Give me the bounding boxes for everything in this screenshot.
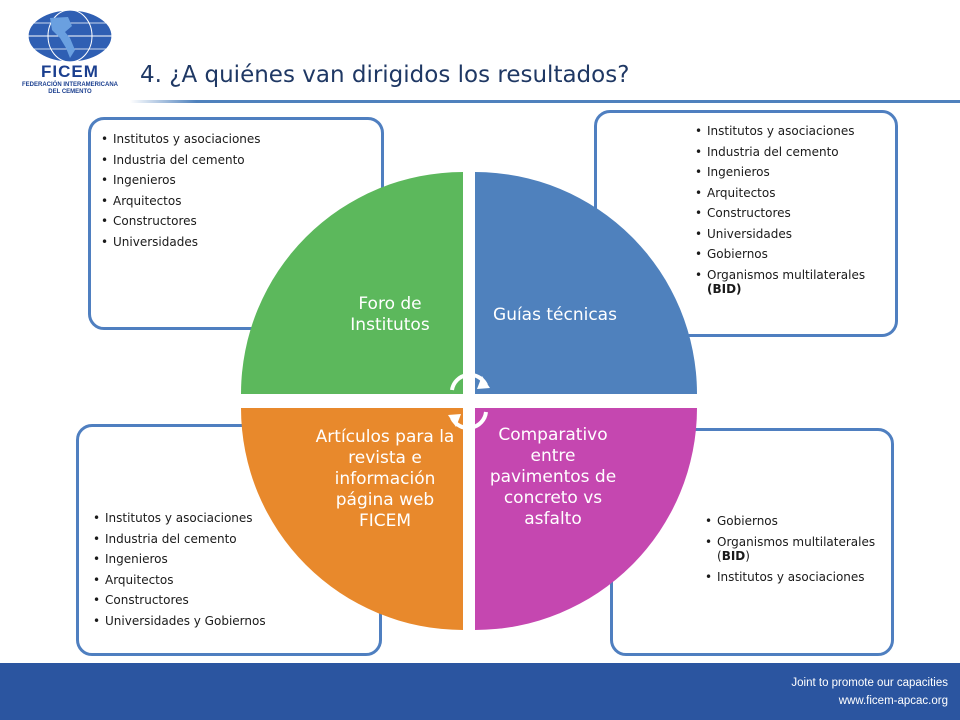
logo-subtitle: FEDERACIÓN INTERAMERICANA <box>22 82 118 88</box>
list-item: Ingenieros <box>101 170 373 191</box>
list-item: Institutos y asociaciones <box>705 567 885 588</box>
list-item: Constructores <box>695 203 887 224</box>
list-item: Universidades <box>695 224 887 245</box>
logo-name: FICEM <box>41 62 99 81</box>
list-item: Institutos y asociaciones <box>695 121 887 142</box>
list-item: Organismos multilaterales (BID) <box>705 535 885 563</box>
footer-bar: Joint to promote our capacities www.fice… <box>0 663 960 720</box>
quadrant-label-articulos: Artículos para la revista e información … <box>315 427 455 531</box>
footer-tagline: Joint to promote our capacities <box>791 677 948 689</box>
quadrant-articulos <box>241 408 463 630</box>
list-item: Ingenieros <box>93 549 371 570</box>
audience-box-guias: Institutos y asociaciones Industria del … <box>594 110 898 337</box>
list-item: Universidades <box>101 232 373 253</box>
slide-title: 4. ¿A quiénes van dirigidos los resultad… <box>140 62 630 88</box>
quadrant-label-foro: Foro de Institutos <box>350 294 430 335</box>
title-underline <box>130 100 960 103</box>
logo-subtitle-2: DEL CEMENTO <box>48 89 92 95</box>
ficem-logo: FICEM FEDERACIÓN INTERAMERICANA DEL CEME… <box>20 8 120 96</box>
list-item: Arquitectos <box>93 570 371 591</box>
quadrant-comparativo <box>475 408 697 630</box>
list-item: Organismos multilaterales (BID) <box>695 268 887 296</box>
list-item: Institutos y asociaciones <box>101 129 373 150</box>
list-item: Ingenieros <box>695 162 887 183</box>
list-item: Constructores <box>101 211 373 232</box>
list-item: Universidades y Gobiernos <box>93 611 371 632</box>
quadrant-guias <box>475 172 697 394</box>
list-item: Gobiernos <box>695 244 887 265</box>
quadrant-foro <box>241 172 463 394</box>
footer-website: www.ficem-apcac.org <box>838 695 948 707</box>
list-item: Industria del cemento <box>695 142 887 163</box>
list-item: Industria del cemento <box>101 150 373 171</box>
list-item: Arquitectos <box>101 191 373 212</box>
list-item: Institutos y asociaciones <box>93 508 371 529</box>
list-item: Arquitectos <box>695 183 887 204</box>
list-item: Industria del cemento <box>93 529 371 550</box>
quadrant-label-guias: Guías técnicas <box>493 305 617 325</box>
globe-icon <box>27 9 113 63</box>
quadrant-label-comparativo: Comparativo entre pavimentos de concreto… <box>489 425 617 529</box>
list-item: Constructores <box>93 590 371 611</box>
list-item: Gobiernos <box>705 511 885 532</box>
cycle-arrows-icon <box>448 372 490 430</box>
